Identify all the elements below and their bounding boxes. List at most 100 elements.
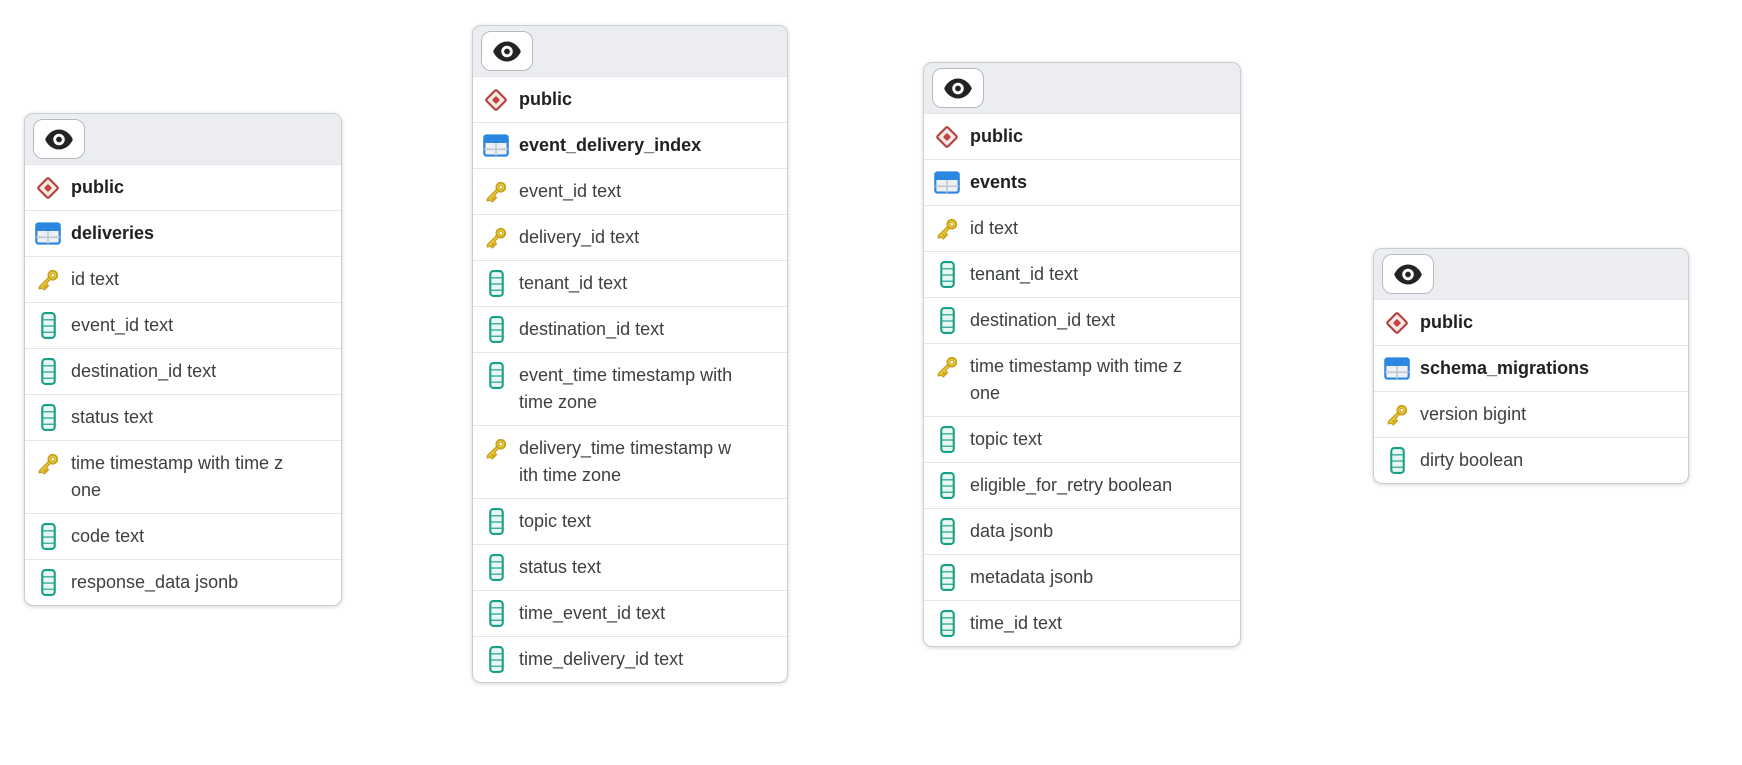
column-icon xyxy=(25,523,71,550)
column-name: topic xyxy=(519,511,558,531)
primary-key-icon xyxy=(1374,401,1420,428)
table-card[interactable]: public event_delivery_index xyxy=(472,25,788,683)
column-name: dirty xyxy=(1420,450,1455,470)
schema-row: public xyxy=(924,113,1240,159)
column-row: tenant_id text xyxy=(473,260,787,306)
column-type: timestamp with time zone xyxy=(71,453,284,500)
column-type: text xyxy=(636,603,666,623)
column-label: data jsonb xyxy=(970,518,1186,545)
column-type: text xyxy=(1086,310,1116,330)
schema-diamond-icon xyxy=(25,174,71,201)
schema-label: public xyxy=(519,89,572,109)
column-icon xyxy=(924,426,970,453)
column-label: response_data jsonb xyxy=(71,569,287,596)
table-card[interactable]: public schema_migrations xyxy=(1373,248,1689,484)
column-icon xyxy=(924,564,970,591)
column-type: jsonb xyxy=(1050,567,1094,587)
visibility-toggle-button[interactable] xyxy=(33,119,85,159)
column-icon xyxy=(25,569,71,596)
column-label: delivery_time timestamp with time zone xyxy=(519,435,735,489)
table-card-header xyxy=(473,26,787,76)
column-label: dirty boolean xyxy=(1420,447,1636,474)
column-name: status xyxy=(71,407,120,427)
column-row: code text xyxy=(25,513,341,559)
column-name: eligible_for_retry xyxy=(970,475,1104,495)
table-grid-icon xyxy=(924,169,970,196)
column-label: time_event_id text xyxy=(519,600,735,627)
column-list: version bigint dirty boolean xyxy=(1374,391,1688,483)
column-name: time xyxy=(970,356,1005,376)
column-row: time timestamp with time zone xyxy=(25,440,341,513)
table-card-header xyxy=(924,63,1240,113)
visibility-toggle-button[interactable] xyxy=(932,68,984,108)
visibility-toggle-button[interactable] xyxy=(1382,254,1434,294)
eye-icon xyxy=(1394,264,1422,284)
column-label: event_id text xyxy=(71,312,287,339)
column-name: event_id xyxy=(519,181,588,201)
schema-label: public xyxy=(1420,312,1473,332)
column-type: timestamp with time zone xyxy=(519,438,732,485)
column-row: delivery_id text xyxy=(473,214,787,260)
column-row: destination_id text xyxy=(924,297,1240,343)
column-icon xyxy=(25,404,71,431)
schema-diamond-icon xyxy=(473,86,519,113)
column-name: time_id xyxy=(970,613,1029,633)
column-row: time_event_id text xyxy=(473,590,787,636)
column-label: code text xyxy=(71,523,287,550)
column-row: event_id text xyxy=(25,302,341,348)
column-name: id xyxy=(970,218,985,238)
column-type: text xyxy=(115,526,145,546)
column-name: version xyxy=(1420,404,1479,424)
column-row: topic text xyxy=(924,416,1240,462)
column-label: eligible_for_retry boolean xyxy=(970,472,1186,499)
column-type: text xyxy=(124,407,154,427)
primary-key-icon xyxy=(25,266,71,293)
column-label: status text xyxy=(519,554,735,581)
column-label: destination_id text xyxy=(71,358,287,385)
column-icon xyxy=(473,508,519,535)
column-icon xyxy=(473,646,519,673)
visibility-toggle-button[interactable] xyxy=(481,31,533,71)
column-name: destination_id xyxy=(519,319,631,339)
column-icon xyxy=(473,362,519,389)
schema-row: public xyxy=(25,164,341,210)
column-list: event_id text delivery_id text tenant_id xyxy=(473,168,787,682)
table-name-row: schema_migrations xyxy=(1374,345,1688,391)
column-type: bigint xyxy=(1483,404,1527,424)
column-label: tenant_id text xyxy=(519,270,735,297)
column-label: delivery_id text xyxy=(519,224,735,251)
column-icon xyxy=(25,312,71,339)
column-type: text xyxy=(598,273,628,293)
column-label: time_id text xyxy=(970,610,1186,637)
table-card-header xyxy=(1374,249,1688,299)
table-grid-icon xyxy=(25,220,71,247)
column-icon xyxy=(924,472,970,499)
column-icon xyxy=(473,600,519,627)
column-type: timestamp with time zone xyxy=(970,356,1183,403)
column-row: topic text xyxy=(473,498,787,544)
column-type: timestamp with time zone xyxy=(519,365,733,412)
column-name: delivery_id xyxy=(519,227,606,247)
column-name: status xyxy=(519,557,568,577)
column-label: topic text xyxy=(970,426,1186,453)
column-row: version bigint xyxy=(1374,391,1688,437)
table-card[interactable]: public events xyxy=(923,62,1241,647)
table-name-row: event_delivery_index xyxy=(473,122,787,168)
column-row: event_id text xyxy=(473,168,787,214)
table-name-label: deliveries xyxy=(71,223,155,243)
column-icon xyxy=(1374,447,1420,474)
column-label: metadata jsonb xyxy=(970,564,1186,591)
column-type: text xyxy=(654,649,684,669)
primary-key-icon xyxy=(924,215,970,242)
column-type: text xyxy=(90,269,120,289)
column-row: response_data jsonb xyxy=(25,559,341,605)
column-row: tenant_id text xyxy=(924,251,1240,297)
primary-key-icon xyxy=(473,435,519,462)
table-card[interactable]: public deliveries xyxy=(24,113,342,606)
column-name: destination_id xyxy=(970,310,1082,330)
table-grid-icon xyxy=(473,132,519,159)
column-row: id text xyxy=(25,256,341,302)
column-list: id text tenant_id text destination_id te… xyxy=(924,205,1240,646)
column-icon xyxy=(924,261,970,288)
